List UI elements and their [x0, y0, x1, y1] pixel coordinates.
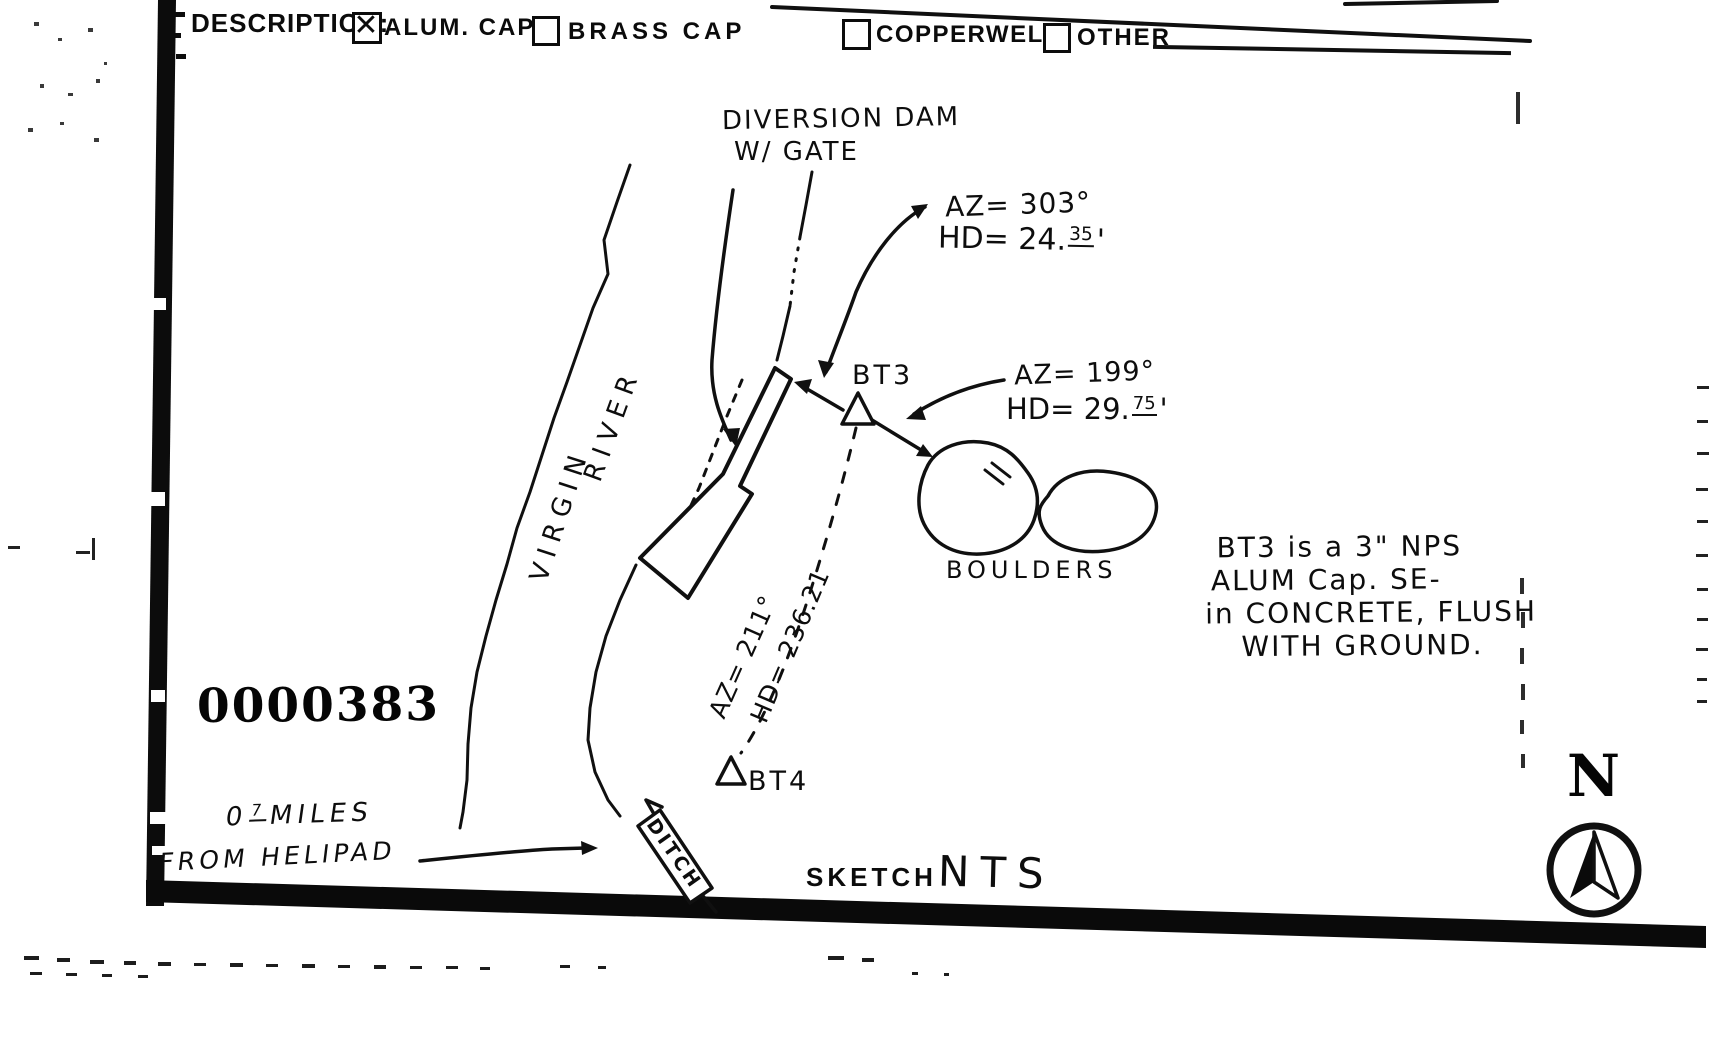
compass-circle [1546, 822, 1642, 918]
az303-annotation-arrow [818, 204, 928, 378]
sketch-footer-label: SKETCH [806, 862, 937, 892]
ditch-tail [701, 894, 718, 914]
dam-label-leader-arrow [710, 188, 740, 447]
helipad-distance-line1: 07MILES [223, 797, 374, 832]
checkbox-copperweld [842, 19, 871, 50]
dam-outline [638, 366, 793, 600]
page-borders [146, 0, 1706, 948]
az199-arrowhead [906, 406, 926, 420]
boulder-right [1037, 469, 1159, 554]
bt3-note-line4: WITH GROUND. [1241, 628, 1484, 664]
diversion-dam-structure [638, 366, 793, 600]
hd-dam-unit: ' [1096, 223, 1106, 259]
checkbox-label-copperweld: COPPERWELD [876, 21, 1063, 48]
diversion-dam-label-line2: W/ GATE [734, 137, 859, 167]
az-dam-value: AZ= 303° [944, 185, 1092, 224]
az199-arrow-line [912, 378, 1006, 416]
left-border-bar [146, 0, 176, 906]
left-border-ticks [172, 12, 186, 59]
scan-noise [8, 22, 1709, 978]
hd-boulders-superscript: 75 [1131, 393, 1157, 417]
checkbox-other [1043, 23, 1071, 53]
bt3-to-boulders-line [870, 418, 933, 457]
hd-boulders-value: HD= 29.75' [1006, 392, 1168, 426]
bt3-label: BT3 [852, 360, 914, 391]
noise-specks-mid-left [8, 538, 95, 560]
noise-right-edge-dashes [1696, 386, 1709, 703]
virgin-river [458, 163, 814, 830]
helipad-distance-word: MILES [267, 797, 375, 832]
bt3-bt4-dashed-line [739, 426, 858, 755]
tie-arrowhead-dam [794, 379, 812, 394]
az303-arrow-line [824, 205, 927, 374]
az-boulders-value: AZ= 199° [1013, 355, 1156, 392]
bt4-label: BT4 [748, 766, 810, 797]
bt3-note-line2: ALUM Cap. SE- [1210, 562, 1442, 598]
river-right-bank-dotted [788, 235, 802, 308]
river-right-bank-top [798, 170, 814, 239]
diversion-dam-label-line1: DIVERSION DAM [721, 101, 961, 137]
bt4-marker-triangle [715, 755, 747, 786]
hd-dam-prefix: HD= 24. [937, 220, 1067, 258]
hd-dam-value: HD= 24.35' [938, 221, 1106, 259]
noise-bottom-dotted-line [24, 956, 949, 978]
ditch-outline [636, 808, 714, 905]
nts-footer-label: NTS [937, 846, 1056, 899]
bt3-note-line1: BT3 is a 3" NPS [1216, 529, 1463, 565]
river-right-bank-lower [586, 563, 638, 818]
compass-arrow-left-half [1570, 832, 1594, 898]
ditch-flag-hook [644, 798, 664, 816]
checkbox-brass-cap [532, 16, 560, 46]
checkbox-x-mark: ✕ [353, 8, 379, 43]
bt3-to-dam-line [794, 379, 845, 412]
tie-line-dam [800, 384, 845, 412]
hd-dam-superscript: 35 [1067, 223, 1094, 248]
tie-arrowhead-boulders [916, 444, 933, 457]
boulders-label: BOULDERS [946, 556, 1118, 584]
helipad-distance-superscript: 7 [248, 800, 269, 822]
checkbox-label-alum-cap: ALUM. CAP [384, 14, 536, 41]
checkbox-alum-cap: ✕ [352, 8, 382, 44]
boulders [917, 439, 1159, 556]
boulder-left [917, 439, 1040, 556]
stamp-number: 0000383 [196, 676, 441, 735]
helipad-arrowhead [581, 841, 598, 855]
noise-specks-top-left [28, 22, 107, 142]
bt3-note-line3: in CONCRETE, FLUSH [1205, 594, 1538, 631]
top-border-line-2 [1343, 0, 1499, 6]
compass-arrow-right-half [1592, 830, 1620, 900]
az303-arrowhead-top [911, 204, 928, 219]
bottom-border-bar [146, 880, 1706, 948]
noise-inner-right-dashes [1516, 92, 1525, 768]
north-compass-icon [1546, 822, 1642, 918]
boulder-hatch-marks [983, 461, 1012, 486]
hd-boulders-prefix: HD= 29. [1006, 392, 1130, 426]
checkbox-label-brass-cap: BRASS CAP [568, 18, 746, 45]
north-letter: N [1567, 742, 1621, 810]
dam-leader-line [710, 188, 735, 442]
dam-leader-arrowhead [723, 428, 740, 447]
river-right-bank-mid [775, 304, 792, 362]
ditch-banner [636, 798, 718, 914]
helipad-distance-prefix: 0 [223, 801, 250, 833]
river-left-bank [458, 163, 632, 830]
tie-line-boulders [870, 418, 928, 455]
hd-boulders-unit: ' [1159, 392, 1168, 426]
az199-annotation-arrow [906, 378, 1006, 420]
helipad-arrow-line [418, 846, 588, 863]
bt3-note: BT3 is a 3" NPS ALUM Cap. SE- in CONCRET… [1204, 529, 1537, 664]
az303-arrowhead-bottom [818, 360, 834, 378]
helipad-arrow [418, 841, 598, 863]
top-border-line [770, 5, 1532, 43]
bt3-marker-triangle [840, 391, 876, 426]
